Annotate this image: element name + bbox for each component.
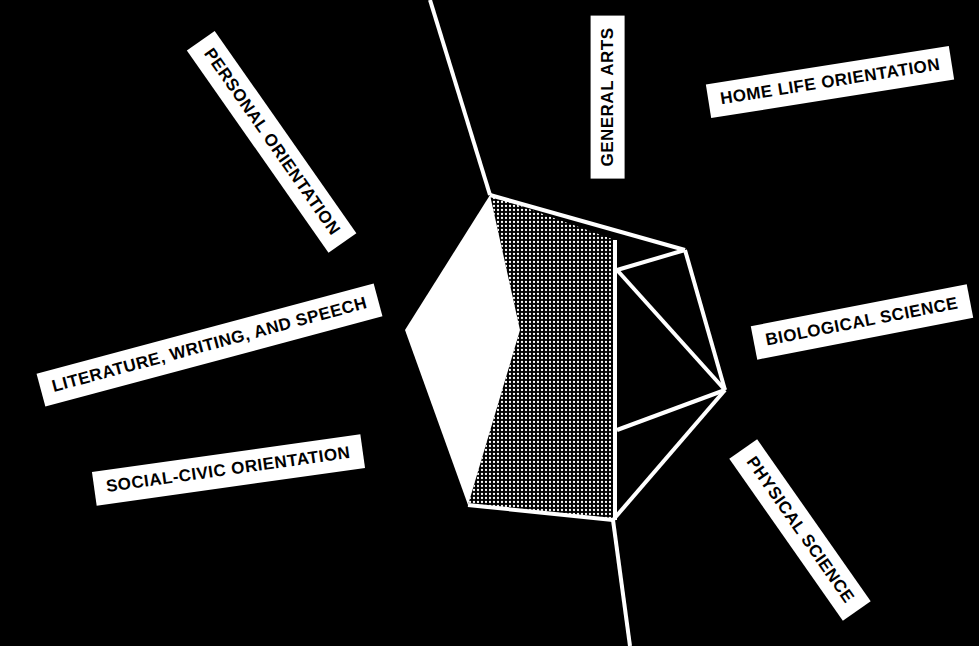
axis-line xyxy=(430,0,490,195)
light-face xyxy=(405,195,520,505)
label-box: HOME LIFE ORIENTATION xyxy=(706,46,955,118)
label-text: PHYSICAL SCIENCE xyxy=(742,453,858,607)
label-text: SOCIAL-CIVIC ORIENTATION xyxy=(105,443,352,497)
label-text: HOME LIFE ORIENTATION xyxy=(719,55,942,110)
label-text: PERSONAL ORIENTATION xyxy=(200,45,345,240)
wireframe xyxy=(468,195,725,520)
label-text: GENERAL ARTS xyxy=(598,27,618,166)
label-text: LITERATURE, WRITING, AND SPEECH xyxy=(50,293,369,397)
axis-line xyxy=(613,520,630,646)
label-box: GENERAL ARTS xyxy=(591,15,625,178)
label-box: SOCIAL-CIVIC ORIENTATION xyxy=(92,434,365,505)
label-box: BIOLOGICAL SCIENCE xyxy=(751,284,973,359)
label-box: LITERATURE, WRITING, AND SPEECH xyxy=(37,283,383,406)
label-box: PERSONAL ORIENTATION xyxy=(187,31,357,253)
label-text: BIOLOGICAL SCIENCE xyxy=(764,294,960,351)
label-box: PHYSICAL SCIENCE xyxy=(729,439,870,621)
